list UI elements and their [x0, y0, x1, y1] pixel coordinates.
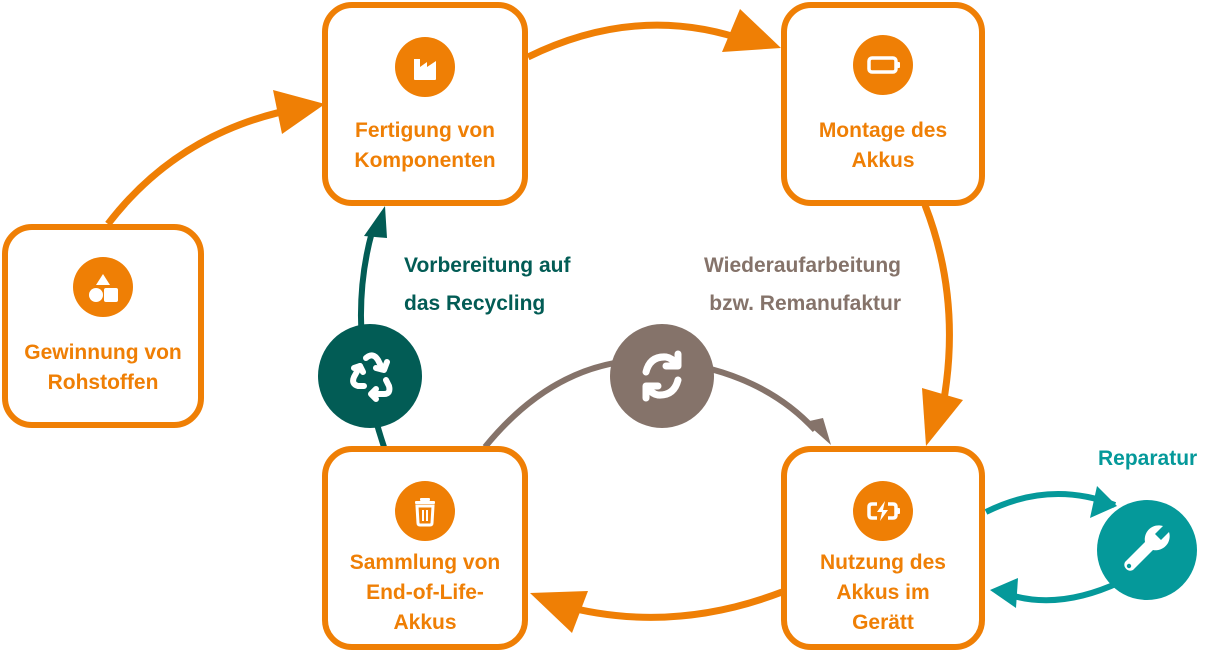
arrow-assembly-to-usage	[921, 203, 963, 446]
arrow-repair-back	[990, 578, 1122, 608]
wrench-icon[interactable]	[1097, 500, 1197, 600]
stage-usage[interactable]: Nutzung des Akkus im Gerätt	[781, 446, 985, 650]
arrow-repair-out	[984, 486, 1117, 518]
stage-label: Nutzung des Akkus im Gerätt	[820, 551, 946, 634]
stage-components[interactable]: Fertigung von Komponenten	[322, 2, 528, 206]
stage-label: Gewinnung von Rohstoffen	[24, 341, 182, 394]
stage-label: Fertigung von Komponenten	[354, 119, 496, 172]
remanufacturing-label: Wiederaufarbeitung bzw. Remanufaktur	[704, 254, 901, 315]
stage-label: Sammlung von End-of-Life- Akkus	[349, 551, 501, 634]
arrow-raw-to-components	[105, 90, 325, 227]
stage-label: Montage des Akkus	[818, 119, 948, 172]
trash-icon	[395, 481, 455, 541]
stage-collection[interactable]: Sammlung von End-of-Life- Akkus	[322, 446, 528, 650]
stage-assembly[interactable]: Montage des Akkus	[781, 2, 985, 206]
shapes-icon	[73, 257, 133, 317]
stage-raw-materials[interactable]: Gewinnung von Rohstoffen	[2, 224, 204, 428]
recycling-label: Vorbereitung auf das Recycling	[404, 254, 571, 315]
factory-icon	[395, 37, 455, 97]
battery-charging-icon	[853, 481, 913, 541]
battery-icon	[853, 35, 913, 95]
repair-label: Reparatur	[1098, 447, 1198, 470]
refresh-icon[interactable]	[610, 324, 714, 428]
arrow-components-to-assembly	[526, 9, 781, 61]
recycle-icon[interactable]	[318, 324, 422, 428]
arrow-usage-to-collection	[530, 588, 784, 633]
